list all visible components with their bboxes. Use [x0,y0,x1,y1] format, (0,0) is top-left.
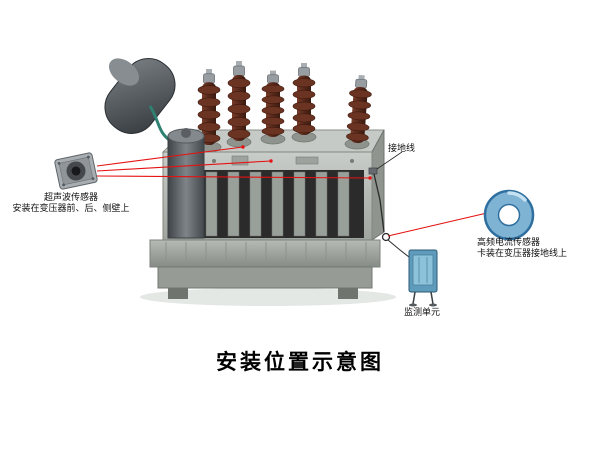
ultrasonic-sensor-name: 超声波传感器 [43,193,98,203]
ultrasonic-sensor-label: 超声波传感器 安装在变压器前、后、侧壁上 [4,193,138,215]
bushing [227,60,251,142]
radiator-fins [205,171,350,237]
ground-label-pointer [376,151,403,170]
tap-changer-cylinder [167,128,205,239]
sensor-pointer-line [96,160,272,172]
monitoring-unit [408,249,438,307]
transformer-base [149,239,381,299]
ground-wire-label: 接地线 [388,144,416,154]
hf-current-sensor [483,189,535,241]
annotation-lines [96,146,488,237]
ground-wire [368,151,410,258]
hf-sensor-label: 高频电流传感器 卡装在变压器接地线上 [477,238,595,260]
ultrasonic-sensor-install-note: 安装在变压器前、后、侧壁上 [12,204,130,214]
conservator-tank [104,58,176,144]
ground-shadow [140,288,396,306]
ring-sensor-pointer-line [387,212,488,237]
ground-clamp-point [381,232,391,242]
diagram-title: 安装位置示意图 [216,350,384,374]
ultrasonic-sensor [54,152,98,190]
sensor-pointer-line [96,146,244,167]
sensor-pointer-line [96,175,371,179]
hf-sensor-install-note: 卡装在变压器接地线上 [477,249,568,259]
hf-sensor-name: 高频电流传感器 [477,238,541,248]
bushing [261,70,285,138]
annotation-points [241,145,372,180]
monitor-unit-label: 监测单元 [403,308,440,318]
bushing [292,62,316,136]
